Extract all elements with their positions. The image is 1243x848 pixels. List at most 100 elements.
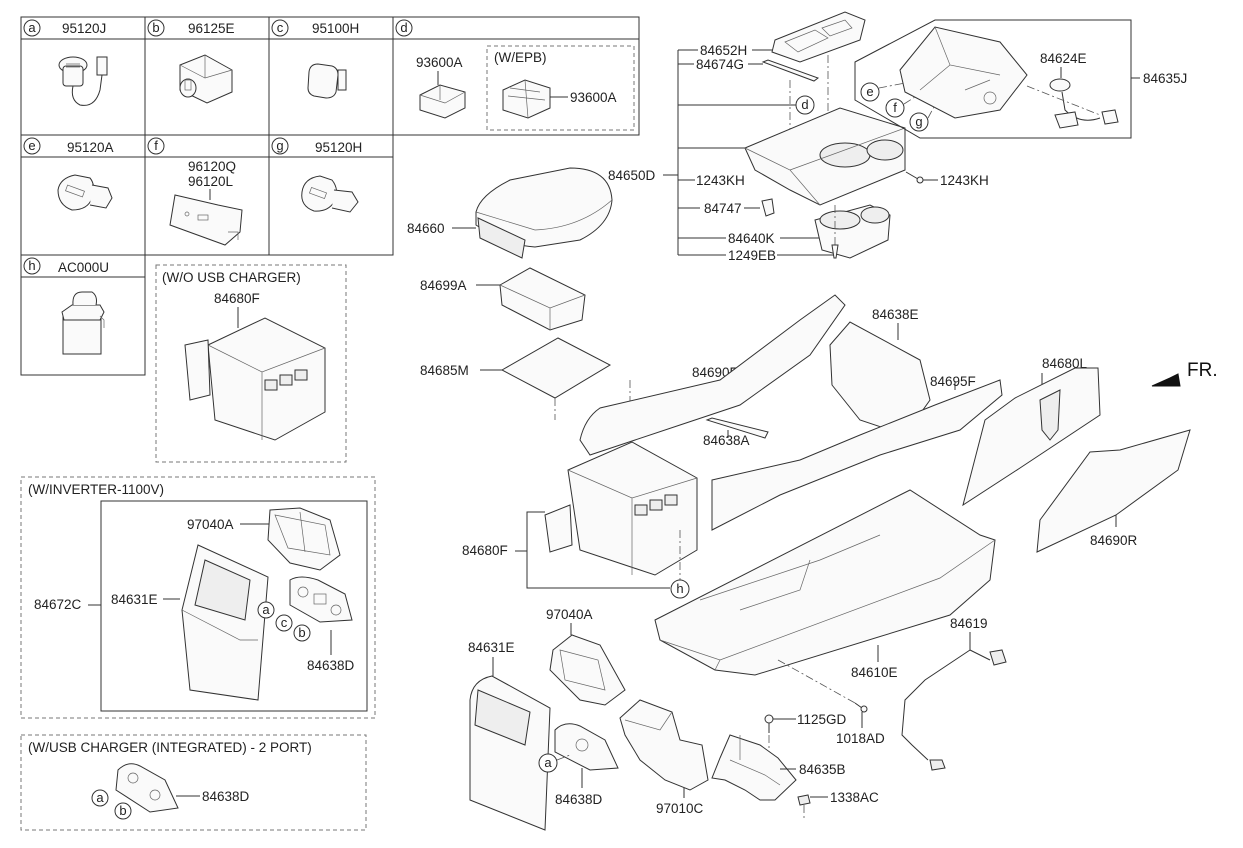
part-number: 84685M <box>420 363 469 378</box>
usb-charger-panel-icon <box>115 763 179 813</box>
rear-cover-icon <box>181 544 269 701</box>
front-direction: FR. <box>1151 360 1218 387</box>
ref-letter: b <box>298 625 305 640</box>
wiring-harness-icon <box>901 649 1007 771</box>
part-number: 84650D <box>608 168 656 183</box>
mounting-bracket-icon <box>711 734 797 801</box>
part-number: 84610E <box>851 665 898 680</box>
part-number: 93600A <box>570 90 617 105</box>
ref-letter: d <box>801 97 808 112</box>
ref-letter: g <box>276 138 283 153</box>
side-panel-right-icon <box>1036 429 1191 553</box>
ref-circle-d <box>395 19 413 37</box>
part-number: 84640K <box>728 231 775 246</box>
rear-switch-panel-icon <box>554 723 619 771</box>
part-number: 84695F <box>930 374 976 389</box>
screw-icon <box>854 702 868 713</box>
ref-letter: d <box>400 20 407 35</box>
front-label: FR. <box>1187 360 1218 381</box>
legend-table: a 95120J b 96125E c <box>20 16 640 376</box>
usb-socket-icon <box>58 56 108 106</box>
epb-switch-icon <box>502 79 551 119</box>
part-number: 84635B <box>799 762 846 777</box>
rear-switch-panel-icon <box>289 576 353 623</box>
variant-wo-usb-charger: (W/O USB CHARGER) 84680F <box>155 264 347 463</box>
legend-cell-c: c 95100H <box>271 19 359 99</box>
part-number: 84638D <box>555 792 603 807</box>
rear-vent-icon <box>267 507 341 571</box>
variant-label: (W/EPB) <box>494 50 547 65</box>
arrow-icon <box>1151 373 1181 387</box>
part-number: 96120L <box>188 174 234 189</box>
part-number: 84680L <box>1042 356 1088 371</box>
part-number: AC000U <box>58 260 109 275</box>
center-tray-icon <box>899 26 1028 119</box>
tray-refs: e f g <box>860 82 936 132</box>
legend-cell-g: g 95120H <box>271 137 362 213</box>
variant-title: (W/USB CHARGER (INTEGRATED) - 2 PORT) <box>28 740 312 755</box>
blank-cap-icon <box>307 63 347 99</box>
part-number: 84631E <box>111 592 158 607</box>
ref-letter: a <box>544 755 552 770</box>
part-number: 84619 <box>950 616 988 631</box>
legend-cell-b: b 96125E <box>147 19 235 104</box>
legend-cell-d: d 93600A (W/EPB) 93600A <box>395 19 635 131</box>
ref-letter: e <box>28 138 35 153</box>
part-number: 84635J <box>1143 71 1187 86</box>
tray-wiring-icon <box>1049 78 1119 129</box>
legend-cell-h: h AC000U <box>23 257 109 355</box>
legend-row-3-frame <box>20 254 146 376</box>
clip-icon <box>761 198 775 217</box>
legend-cell-a: a 95120J <box>23 19 108 106</box>
shifter-bezel-icon <box>771 11 866 63</box>
part-number: 84638D <box>307 658 355 673</box>
ref-letter: a <box>262 602 270 617</box>
part-number: 96125E <box>188 21 235 36</box>
console-switch-icon <box>419 84 466 119</box>
switch-module-icon <box>179 54 233 104</box>
part-number: 1243KH <box>696 173 745 188</box>
part-number: 84652H <box>700 43 747 58</box>
part-number: 84624E <box>1040 51 1087 66</box>
ref-letter: e <box>866 84 873 99</box>
storage-bin-icon <box>544 441 698 576</box>
part-number: 96120Q <box>188 159 236 174</box>
upper-cover-icon <box>744 107 906 206</box>
bolt-icon <box>764 714 774 733</box>
ref-circle-b <box>147 19 165 37</box>
ref-letter: c <box>281 615 288 630</box>
part-number: 95120J <box>62 21 106 36</box>
part-number: 84680F <box>214 291 260 306</box>
usb-port-icon <box>301 175 359 213</box>
ref-letter: f <box>893 100 897 115</box>
ref-letter: h <box>28 258 35 273</box>
side-garnish-group: 84690F 84638E 84695F 84638A 84680L 84690… <box>579 294 1218 553</box>
gasket-icon <box>761 59 820 82</box>
part-number: 84674G <box>696 57 744 72</box>
ref-letter: f <box>154 138 158 153</box>
rear-vent-icon <box>549 634 626 706</box>
legend-cell-f: f 96120Q 96120L <box>147 137 243 246</box>
armrest-lid-icon <box>475 167 613 259</box>
variant-box-epb <box>486 45 635 131</box>
hardware-group: 1125GD 1018AD 84635B 1338AC <box>711 702 885 820</box>
variant-usb-integrated: (W/USB CHARGER (INTEGRATED) - 2 PORT) 84… <box>20 734 367 831</box>
side-panel-left-icon <box>962 367 1101 507</box>
part-number: 1125GD <box>797 712 847 727</box>
part-number: 84660 <box>407 221 445 236</box>
part-number: 93600A <box>416 55 463 70</box>
armrest-group: 84660 84699A 84685M <box>407 167 631 485</box>
nut-icon <box>797 794 811 806</box>
part-number: 84631E <box>468 640 515 655</box>
mat-icon <box>500 337 612 399</box>
part-number: 97010C <box>656 801 704 816</box>
side-cover-icon <box>711 379 1003 531</box>
part-number: 97040A <box>546 607 593 622</box>
tray-group: 84635J 84624E e f g <box>854 19 1187 139</box>
usb-port-icon <box>57 174 113 211</box>
storage-bin-icon <box>184 317 326 441</box>
cup-holder-icon <box>814 204 891 259</box>
storage-tray-icon <box>499 267 586 331</box>
rear-cover-icon <box>469 675 551 831</box>
